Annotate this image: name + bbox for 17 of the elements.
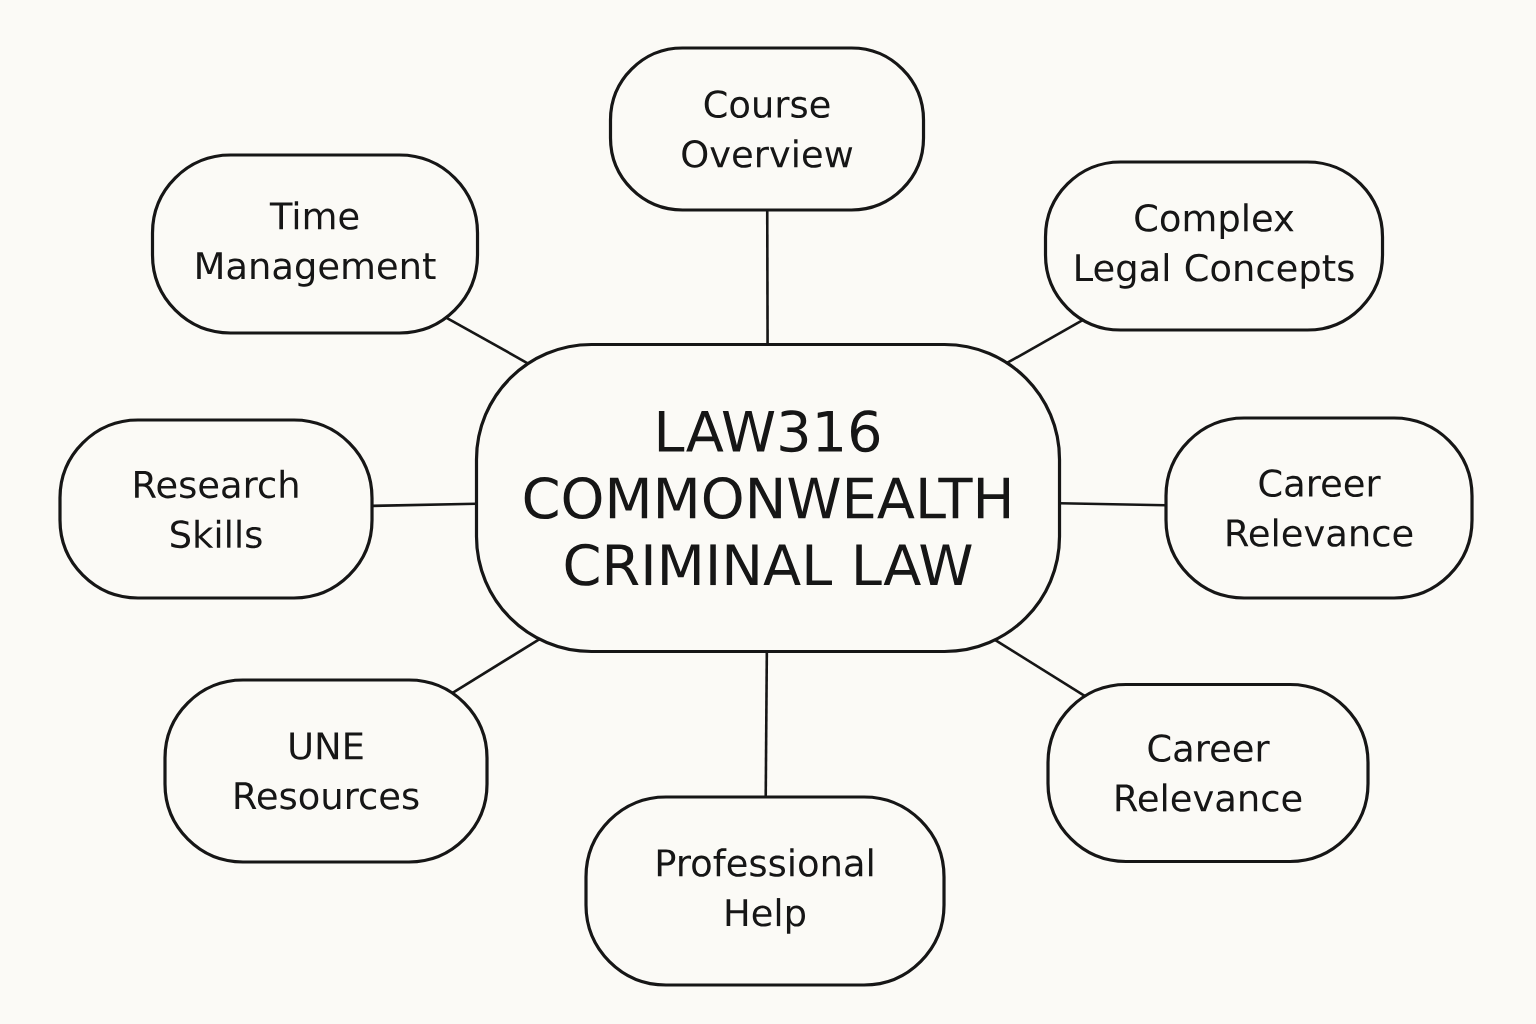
central-topic-box: LAW316 COMMONWEALTH CRIMINAL LAW bbox=[474, 342, 1062, 654]
topic-box: Time Management bbox=[150, 153, 480, 335]
connector-line bbox=[451, 638, 541, 695]
topic-box: Research Skills bbox=[58, 418, 374, 600]
connector-line bbox=[994, 638, 1086, 698]
connector-line bbox=[372, 502, 477, 508]
connector-line bbox=[764, 651, 769, 798]
topic-box: Professional Help bbox=[584, 795, 946, 987]
connector-line bbox=[1006, 318, 1084, 365]
connector-line bbox=[765, 210, 769, 345]
connector-line bbox=[1059, 502, 1167, 507]
topic-box: UNE Resources bbox=[163, 678, 489, 864]
topic-box: Course Overview bbox=[608, 46, 926, 212]
topic-box: Complex Legal Concepts bbox=[1043, 160, 1385, 332]
connector-line bbox=[445, 316, 529, 365]
topic-box: Career Relevance bbox=[1164, 416, 1474, 600]
topic-box: Career Relevance bbox=[1046, 682, 1370, 864]
